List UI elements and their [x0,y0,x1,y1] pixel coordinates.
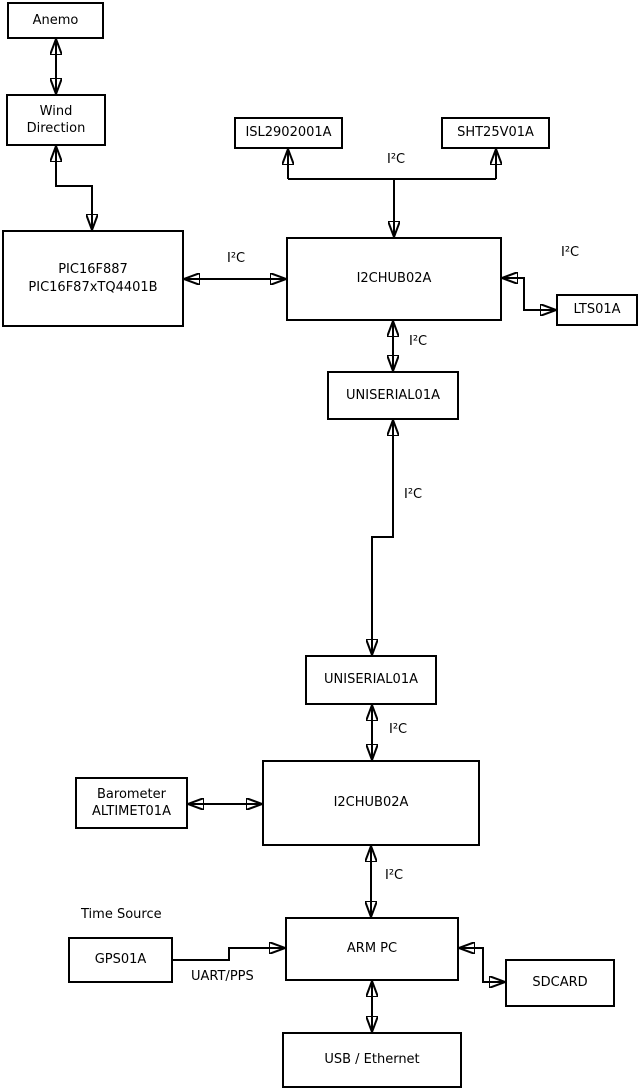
node-sdcard: SDCARD [505,959,615,1007]
node-i2chub02a-top: I2CHUB02A [286,237,502,321]
node-sht25v01a: SHT25V01A [441,117,550,149]
edge-uniserial-uniserial [372,420,393,655]
label-i2c-hub-uniserial: I²C [409,334,428,349]
label-i2c-hub2-armpc: I²C [385,868,404,883]
node-usb-ethernet: USB / Ethernet [282,1032,462,1088]
node-isl2902001a: ISL2902001A [234,117,343,149]
node-uniserial01a-bottom: UNISERIAL01A [305,655,437,705]
label-i2c-uniserial-hub2: I²C [389,722,408,737]
edge-armpc-sdcard [459,948,505,982]
node-gps01a: GPS01A [68,937,173,983]
node-anemo: Anemo [7,2,104,39]
node-pic16f887: PIC16F887 PIC16F87xTQ4401B [2,230,184,327]
node-i2chub02a-bottom: I2CHUB02A [262,760,480,846]
node-uniserial01a-top: UNISERIAL01A [327,371,459,420]
label-i2c-top-bus: I²C [387,152,406,167]
edge-winddirection-pic [56,146,92,230]
label-time-source: Time Source [81,907,162,922]
label-i2c-pic-hub: I²C [227,251,246,266]
node-lts01a: LTS01A [556,294,638,326]
edge-gps-armpc [173,948,285,961]
label-i2c-hub-lts: I²C [561,245,580,260]
edge-i2chub-top-lts [502,278,556,310]
label-i2c-uniserial-link: I²C [404,487,423,502]
node-wind-direction: Wind Direction [6,94,106,146]
node-barometer-altimet01a: Barometer ALTIMET01A [75,777,188,829]
node-arm-pc: ARM PC [285,917,459,981]
label-uart-pps: UART/PPS [191,969,254,984]
